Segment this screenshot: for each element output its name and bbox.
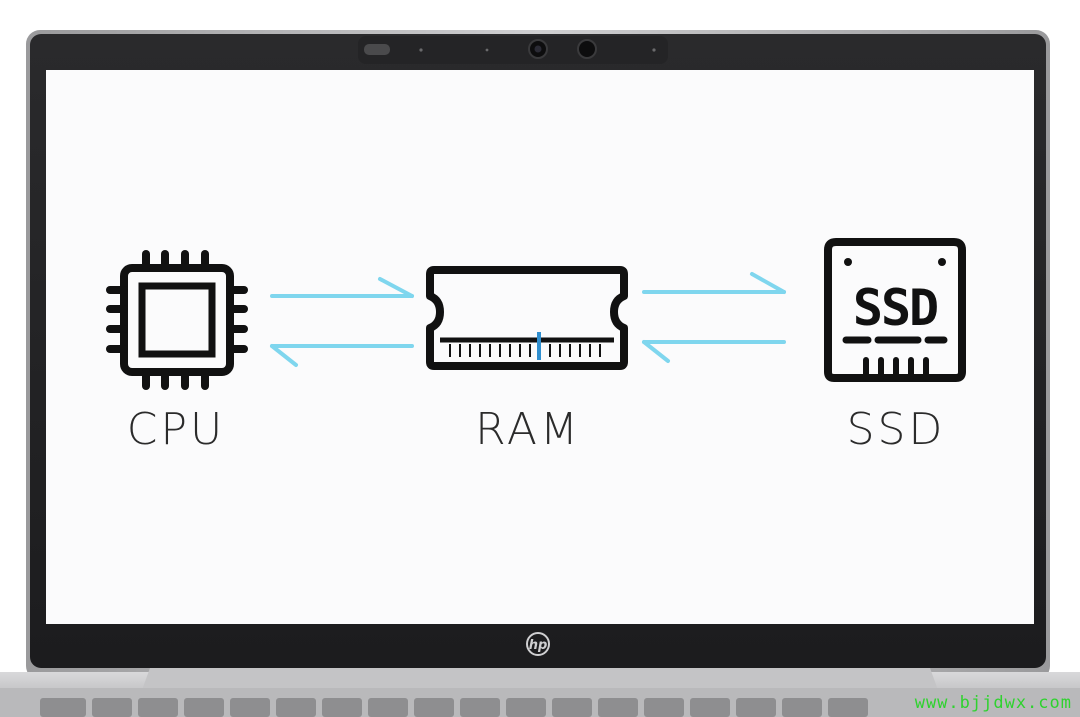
- ssd-chip-text: SSD: [853, 279, 937, 337]
- ssd-drive-icon: SSD: [824, 238, 966, 382]
- keyboard-icon: [40, 698, 868, 717]
- arrow-ssd-to-ram: [642, 340, 786, 363]
- arrow-ram-to-ssd: [642, 272, 786, 294]
- watermark: www.bjjdwx.com: [914, 693, 1072, 713]
- webcam-icon: [358, 36, 668, 64]
- arrow-cpu-to-ram: [270, 277, 414, 298]
- cpu-chip-icon: [106, 250, 248, 390]
- cpu-label: CPU: [126, 404, 226, 455]
- ssd-label: SSD: [846, 404, 946, 455]
- arrow-ram-to-cpu: [270, 344, 414, 367]
- ram-module-icon: [426, 266, 628, 370]
- svg-text:hp: hp: [529, 638, 548, 653]
- hp-logo-icon: hp: [526, 632, 550, 656]
- ram-label: RAM: [475, 404, 581, 455]
